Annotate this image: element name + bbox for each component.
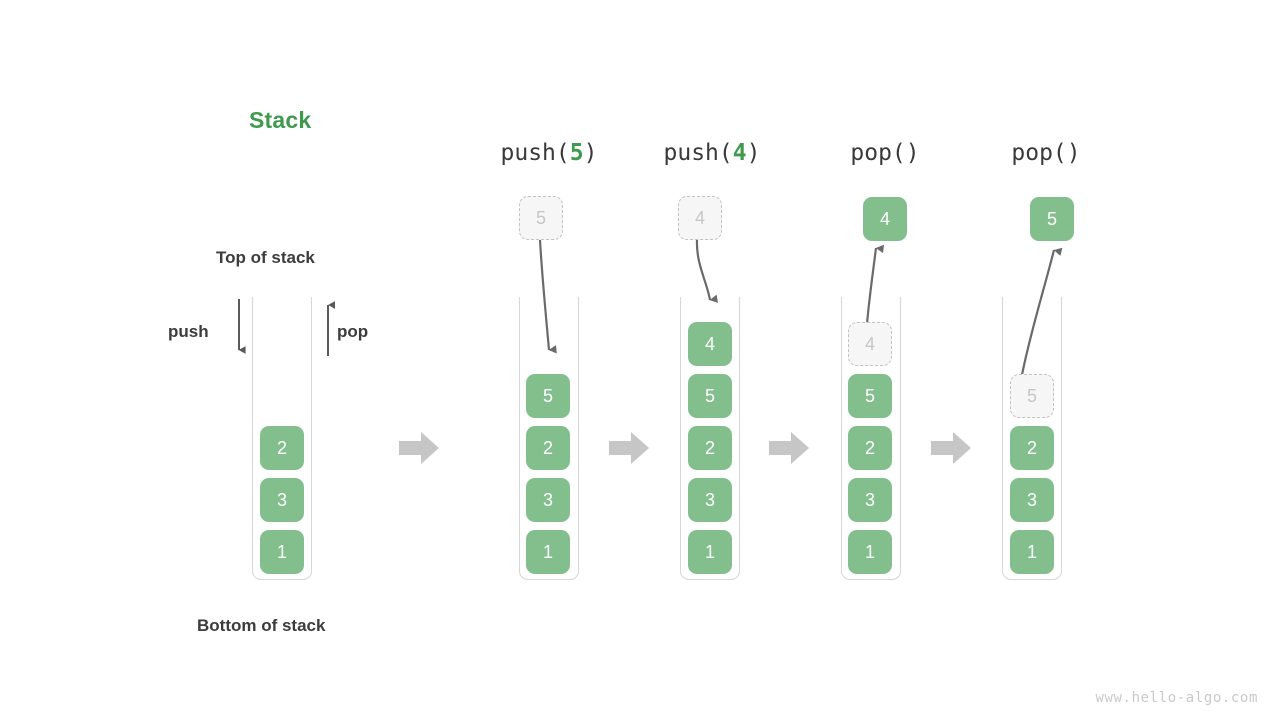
push-label: push bbox=[168, 322, 209, 341]
op-name: pop( bbox=[850, 140, 906, 166]
flow-arrow-icon bbox=[399, 432, 439, 464]
op-close: ) bbox=[583, 140, 598, 166]
push-motion-arrow bbox=[538, 239, 557, 354]
op-close: ) bbox=[746, 140, 761, 166]
pop-direction-arrow bbox=[327, 301, 335, 356]
operation-header-push-4: push(4) bbox=[622, 140, 802, 166]
op-name: pop( bbox=[1011, 140, 1067, 166]
stack-element: 2 bbox=[848, 426, 892, 470]
top-of-stack-label: Top of stack bbox=[216, 248, 315, 267]
stack-element: 5 bbox=[688, 374, 732, 418]
stack-container-pop-2 bbox=[1002, 297, 1062, 580]
stack-container-pop-1 bbox=[841, 297, 901, 580]
removed-element-ghost: 5 bbox=[1010, 374, 1054, 418]
stack-element: 5 bbox=[848, 374, 892, 418]
flow-arrow-icon bbox=[609, 432, 649, 464]
stack-element: 1 bbox=[260, 530, 304, 574]
stack-element: 3 bbox=[1010, 478, 1054, 522]
stack-element: 2 bbox=[688, 426, 732, 470]
removed-element-ghost: 4 bbox=[848, 322, 892, 366]
bottom-of-stack-label: Bottom of stack bbox=[197, 616, 326, 635]
stack-element: 5 bbox=[526, 374, 570, 418]
op-name: push( bbox=[663, 140, 733, 166]
stack-element: 2 bbox=[526, 426, 570, 470]
stack-element: 1 bbox=[688, 530, 732, 574]
op-close: ) bbox=[1066, 140, 1081, 166]
stack-container-push-4 bbox=[680, 297, 740, 580]
flow-arrow-icon bbox=[931, 432, 971, 464]
pop-label: pop bbox=[337, 322, 369, 341]
stack-element: 3 bbox=[260, 478, 304, 522]
stack-container-push-5 bbox=[519, 297, 579, 580]
flow-arrow-icon bbox=[769, 432, 809, 464]
page-title: Stack bbox=[249, 107, 312, 133]
stack-element: 2 bbox=[260, 426, 304, 470]
pop-motion-arrow bbox=[865, 244, 885, 325]
stack-element: 3 bbox=[526, 478, 570, 522]
push-direction-arrow bbox=[238, 299, 246, 354]
stack-element: 1 bbox=[848, 530, 892, 574]
op-close: ) bbox=[905, 140, 920, 166]
stack-element: 2 bbox=[1010, 426, 1054, 470]
stack-element: 4 bbox=[688, 322, 732, 366]
push-motion-arrow bbox=[695, 239, 718, 303]
watermark: www.hello-algo.com bbox=[1095, 690, 1258, 706]
stack-element: 1 bbox=[526, 530, 570, 574]
operation-header-push-5: push(5) bbox=[459, 140, 639, 166]
popped-element: 5 bbox=[1030, 197, 1074, 241]
pop-motion-arrow bbox=[1020, 247, 1063, 376]
floating-element-ghost: 4 bbox=[678, 196, 722, 240]
stack-container-initial bbox=[252, 297, 312, 580]
floating-element-ghost: 5 bbox=[519, 196, 563, 240]
stack-element: 3 bbox=[688, 478, 732, 522]
op-arg: 4 bbox=[732, 140, 747, 166]
stack-element: 3 bbox=[848, 478, 892, 522]
op-arg: 5 bbox=[569, 140, 584, 166]
stack-element: 1 bbox=[1010, 530, 1054, 574]
operation-header-pop-1: pop() bbox=[795, 140, 975, 166]
op-name: push( bbox=[500, 140, 570, 166]
popped-element: 4 bbox=[863, 197, 907, 241]
operation-header-pop-2: pop() bbox=[956, 140, 1136, 166]
